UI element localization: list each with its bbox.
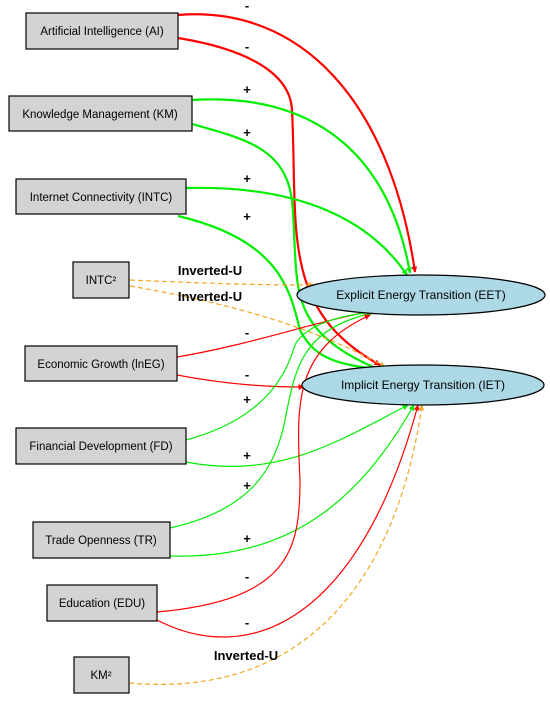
edge-label-tr-iet: + bbox=[243, 531, 251, 546]
node-fd: Financial Development (FD) bbox=[15, 427, 187, 465]
edge-km2-iet bbox=[128, 404, 425, 685]
edge-ai-eet bbox=[177, 13, 418, 273]
node-intc2: INTC² bbox=[72, 261, 130, 299]
edge-fd-eet bbox=[185, 309, 376, 441]
edge-label-intc-iet: + bbox=[243, 209, 251, 224]
node-eet: Explicit Energy Transition (EET) bbox=[296, 274, 546, 316]
node-eet-label: Explicit Energy Transition (EET) bbox=[336, 288, 505, 302]
edge-label-ineg-iet: - bbox=[245, 367, 249, 382]
node-ineg: Economic Growth (lnEG) bbox=[24, 345, 178, 382]
node-iet-label: Implicit Energy Transition (IET) bbox=[341, 378, 505, 392]
edge-intc2-iet bbox=[129, 285, 386, 368]
edge-ineg-eet bbox=[176, 307, 379, 358]
edge-label-ineg-eet: - bbox=[245, 325, 249, 340]
edge-label-fd-iet: + bbox=[243, 448, 251, 463]
edge-km-iet bbox=[191, 122, 386, 374]
node-tr: Trade Openness (TR) bbox=[32, 521, 171, 559]
node-ai-label: Artificial Intelligence (AI) bbox=[40, 26, 164, 38]
edge-tr-eet bbox=[169, 311, 373, 529]
edge-label-fd-eet: + bbox=[243, 392, 251, 407]
edge-label-edu-iet: - bbox=[245, 615, 249, 630]
edge-fd-iet bbox=[185, 404, 409, 468]
edges-layer bbox=[128, 13, 425, 685]
edge-label-intc2-iet: Inverted-U bbox=[178, 289, 242, 304]
node-km2: KM² bbox=[73, 656, 130, 694]
node-edu: Education (EDU) bbox=[46, 584, 158, 622]
edge-label-ai-iet: - bbox=[245, 39, 249, 54]
node-km2-label: KM² bbox=[90, 670, 111, 682]
edge-label-ai-eet: - bbox=[245, 0, 249, 13]
edge-intc-iet bbox=[177, 214, 386, 373]
edge-intc2-eet bbox=[129, 279, 315, 288]
edge-label-km-iet: + bbox=[243, 125, 251, 140]
node-intc2-label: INTC² bbox=[86, 275, 117, 287]
edge-labels-layer: - - + + + + Inverted-U Inverted-U - - + + + + - - Invert… bbox=[178, 0, 278, 663]
edge-label-edu-eet: - bbox=[245, 569, 249, 584]
node-edu-label: Education (EDU) bbox=[59, 598, 145, 610]
edge-edu-eet bbox=[156, 314, 371, 613]
edge-km-eet bbox=[191, 98, 413, 274]
node-intc: Internet Connectivity (INTC) bbox=[15, 178, 187, 215]
node-intc-label: Internet Connectivity (INTC) bbox=[30, 192, 173, 204]
node-iet: Implicit Energy Transition (IET) bbox=[301, 364, 545, 406]
edge-label-intc-eet: + bbox=[243, 171, 251, 186]
edge-label-tr-eet: + bbox=[243, 478, 251, 493]
edge-ai-iet bbox=[177, 36, 381, 366]
edge-tr-iet bbox=[169, 404, 415, 557]
node-fd-label: Financial Development (FD) bbox=[29, 441, 172, 453]
edge-edu-iet bbox=[156, 404, 420, 638]
edge-intc-eet bbox=[185, 186, 408, 276]
node-km-label: Knowledge Management (KM) bbox=[22, 109, 177, 121]
edge-label-intc2-eet: Inverted-U bbox=[178, 263, 242, 278]
edge-label-km2-iet: Inverted-U bbox=[214, 648, 278, 663]
edge-label-km-eet: + bbox=[243, 82, 251, 97]
node-km: Knowledge Management (KM) bbox=[8, 95, 193, 132]
edge-ineg-iet bbox=[176, 374, 305, 390]
node-tr-label: Trade Openness (TR) bbox=[45, 535, 157, 547]
node-ineg-label: Economic Growth (lnEG) bbox=[37, 359, 164, 371]
node-ai: Artificial Intelligence (AI) bbox=[25, 12, 179, 50]
